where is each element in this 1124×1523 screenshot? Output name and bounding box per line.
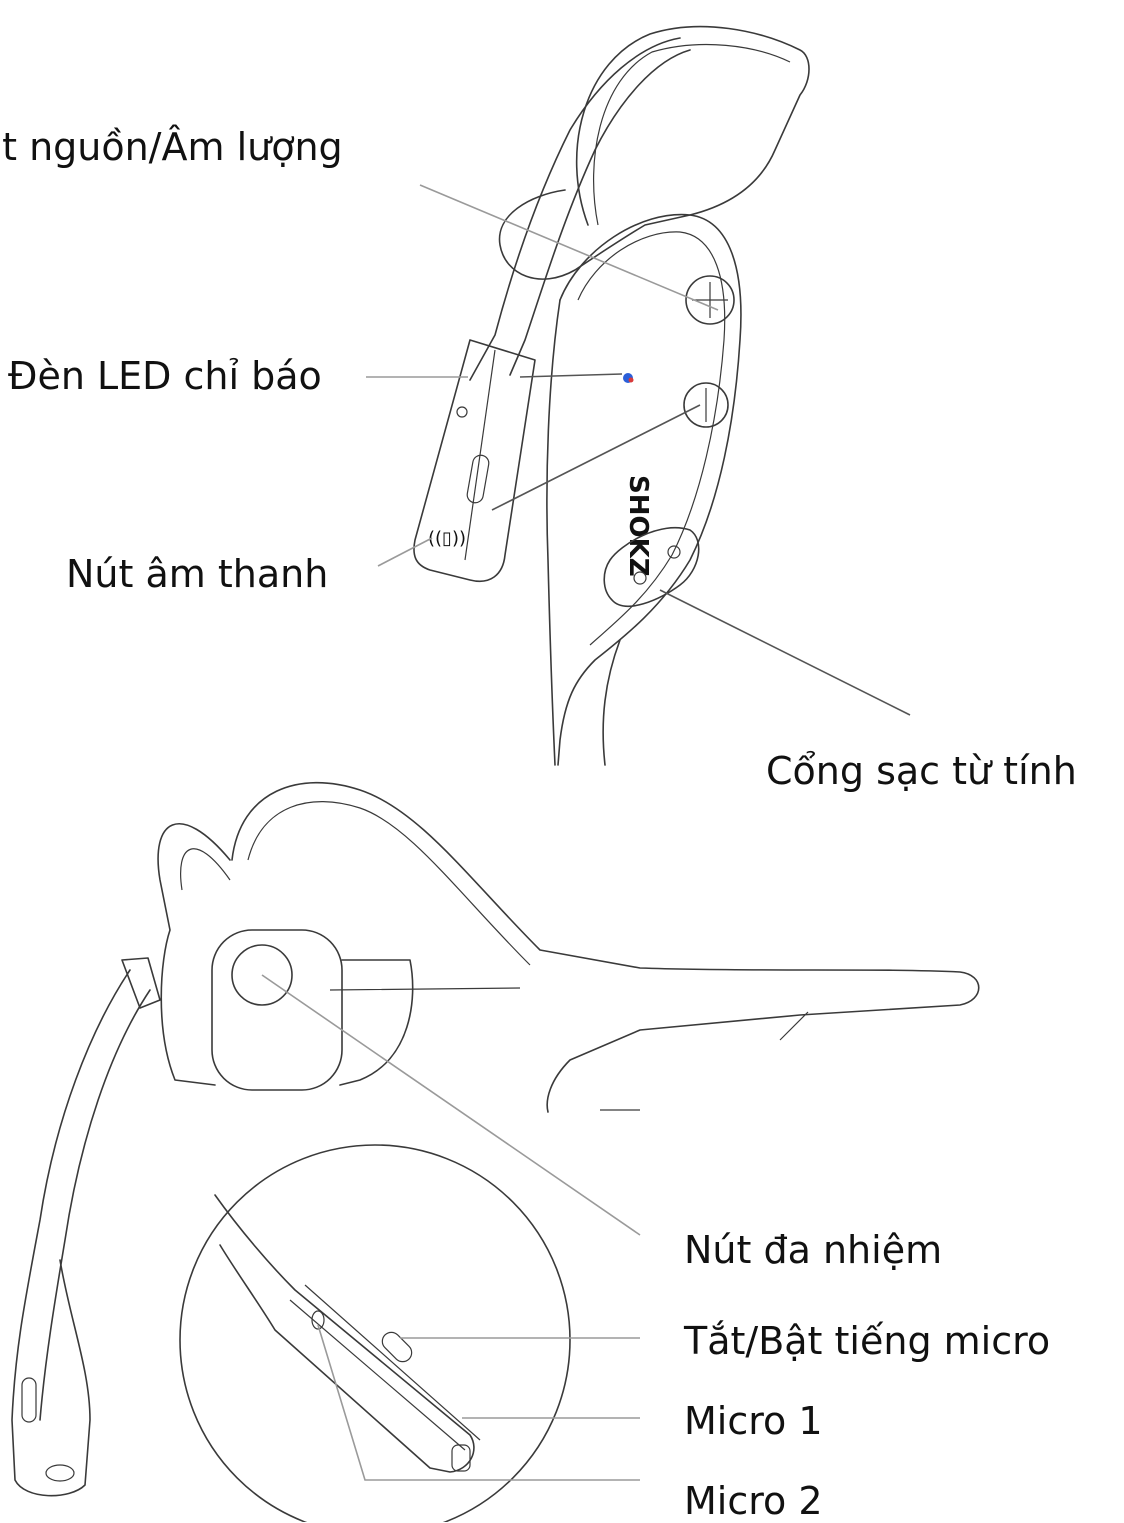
leader-sound	[378, 538, 432, 566]
ear-hook	[500, 27, 809, 280]
label-power-volume: út nguồn/Âm lượng	[0, 128, 343, 166]
label-magnetic-charging: Cổng sạc từ tính	[766, 752, 1077, 790]
neck-band-right	[603, 640, 620, 765]
ear-hook-left	[158, 824, 230, 1085]
label-sound-button: Nút âm thanh	[66, 555, 328, 593]
brand-logo: SHOKZ	[623, 475, 653, 577]
main-pod-inner	[578, 232, 725, 645]
boom-arm	[470, 38, 680, 380]
boom-joint	[122, 958, 160, 1008]
label-mic-1: Micro 1	[684, 1402, 823, 1440]
boom-arm-long	[12, 970, 130, 1496]
label-led-indicator: Đèn LED chỉ báo	[8, 357, 322, 395]
zoom-circle	[180, 1145, 570, 1522]
mic-sound-icon: ((▯))	[428, 528, 466, 549]
boom-arm-long-2	[40, 990, 150, 1420]
mic-hole-top	[457, 407, 467, 417]
leader-power	[420, 185, 718, 310]
headband-inner	[248, 802, 530, 965]
led-dot-red	[629, 378, 634, 383]
boom-tip	[46, 1465, 74, 1481]
ear-hook-left-inner	[181, 849, 230, 890]
headband	[232, 783, 979, 1112]
label-mic-2: Micro 2	[684, 1482, 823, 1520]
leader-charge	[660, 590, 910, 715]
boom-arm-2	[510, 50, 690, 375]
zoomed-mic	[215, 1195, 480, 1472]
label-mic-mute: Tắt/Bật tiếng micro	[684, 1322, 1050, 1360]
leader-sound-2	[492, 405, 700, 510]
label-multifunction-button: Nút đa nhiệm	[684, 1231, 942, 1269]
leader-led-2	[520, 374, 622, 377]
bottom-headset-illustration	[12, 783, 979, 1522]
earpiece-pod	[212, 930, 342, 1090]
mic-mute-slot-top	[466, 454, 490, 504]
neckband-lower	[330, 988, 808, 1110]
top-headset-illustration: ((▯)) SHOKZ	[366, 27, 910, 765]
boom-mute-slot	[22, 1378, 36, 1422]
neck-band-left	[547, 300, 560, 765]
ear-hook-inner	[594, 45, 790, 225]
earpiece-back	[340, 960, 413, 1085]
leader-multifunction	[262, 975, 640, 1235]
